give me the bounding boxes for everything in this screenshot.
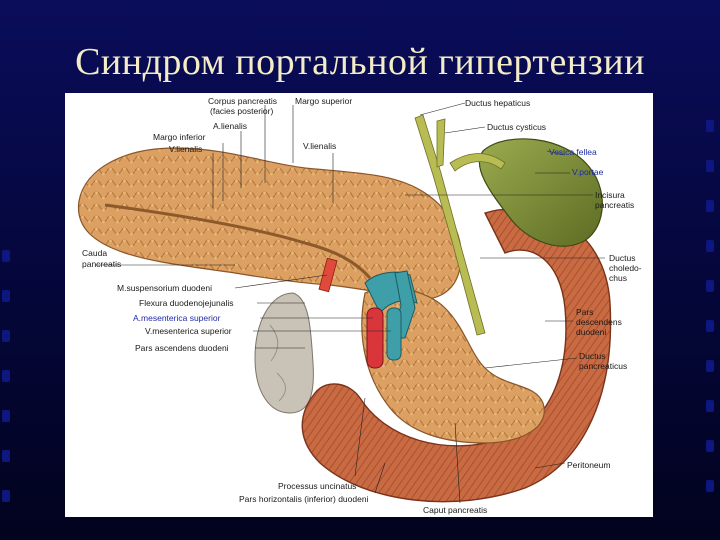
slide-title: Синдром портальной гипертензии bbox=[75, 41, 645, 83]
label-incisura-2: pancreatis bbox=[595, 200, 634, 210]
label-v-mesenterica: V.mesenterica superior bbox=[145, 326, 232, 336]
mesenteric-vessels bbox=[366, 307, 402, 369]
bile-ducts bbox=[414, 114, 506, 336]
label-v-lienalis-mid: V.lienalis bbox=[303, 141, 336, 151]
label-cauda-2: pancreatis bbox=[82, 259, 121, 269]
label-flexura: Flexura duodenojejunalis bbox=[139, 298, 234, 308]
label-processus-uncinatus: Processus uncinatus bbox=[278, 481, 356, 491]
label-margo-superior: Margo superior bbox=[295, 96, 352, 106]
label-ductus-pancreaticus-2: pancreaticus bbox=[579, 361, 627, 371]
splenic-vessels bbox=[104, 203, 372, 293]
label-margo-inferior: Margo inferior bbox=[153, 132, 206, 142]
label-ductus-choledochus-2: choledo- bbox=[609, 263, 642, 273]
label-v-portae: V.portae bbox=[572, 167, 604, 177]
label-facies-posterior: (facies posterior) bbox=[210, 106, 273, 116]
label-pars-horizontalis: Pars horizontalis (inferior) duodeni bbox=[239, 494, 369, 504]
label-pars-ascendens: Pars ascendens duodeni bbox=[135, 343, 229, 353]
label-vesica-fellea: Vesica fellea bbox=[549, 147, 597, 157]
label-ductus-pancreaticus-1: Ductus bbox=[579, 351, 605, 361]
left-decoration bbox=[2, 250, 12, 510]
label-v-lienalis-left: V.lienalis bbox=[169, 144, 202, 154]
label-cauda-1: Cauda bbox=[82, 248, 107, 258]
label-ductus-choledochus-3: chus bbox=[609, 273, 627, 283]
label-ductus-choledochus-1: Ductus bbox=[609, 253, 635, 263]
label-ductus-hepaticus: Ductus hepaticus bbox=[465, 98, 530, 108]
label-m-suspensorium: M.suspensorium duodeni bbox=[117, 283, 212, 293]
pancreas-illustration: Corpus pancreatis (facies posterior) Mar… bbox=[77, 96, 642, 515]
label-incisura-1: Incisura bbox=[595, 190, 625, 200]
label-pars-descendens-2: descendens bbox=[576, 317, 622, 327]
label-a-lienalis: A.lienalis bbox=[213, 121, 247, 131]
anatomy-figure: Corpus pancreatis (facies posterior) Mar… bbox=[65, 93, 653, 517]
right-decoration bbox=[702, 120, 718, 520]
leader-lines bbox=[95, 102, 605, 504]
label-caput-pancreatis: Caput pancreatis bbox=[423, 505, 487, 515]
label-pars-descendens-3: duodeni bbox=[576, 327, 606, 337]
label-ductus-cysticus: Ductus cysticus bbox=[487, 122, 546, 132]
label-peritoneum: Peritoneum bbox=[567, 460, 610, 470]
label-pars-descendens-1: Pars bbox=[576, 307, 593, 317]
gallbladder bbox=[478, 138, 603, 247]
label-corpus-pancreatis: Corpus pancreatis bbox=[208, 96, 277, 106]
label-a-mesenterica: A.mesenterica superior bbox=[133, 313, 221, 323]
jejunum-loop bbox=[254, 292, 314, 414]
pancreas-body bbox=[77, 147, 462, 300]
anatomical-labels: Corpus pancreatis (facies posterior) Mar… bbox=[82, 96, 642, 515]
